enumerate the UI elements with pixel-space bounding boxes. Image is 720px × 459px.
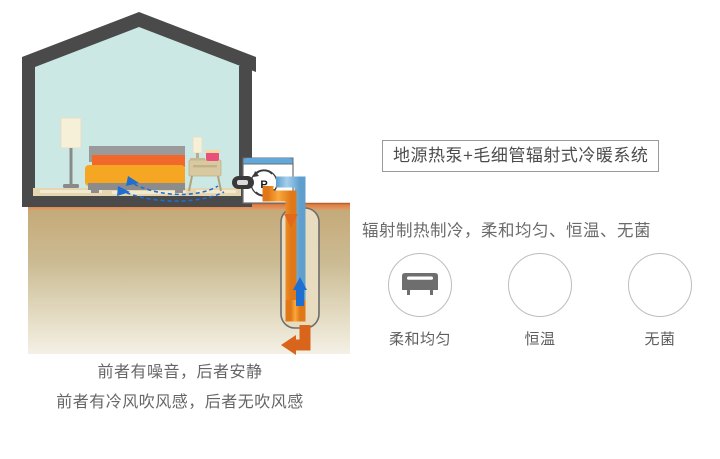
supply-pipe-blue (276, 176, 306, 300)
ground-source-heat-pump-diagram: P (0, 0, 350, 360)
feature-item-constant-temp: 恒温 (480, 253, 600, 349)
bed (85, 146, 185, 193)
exit-flow-arrow (281, 325, 311, 355)
airflow-arrowheads (117, 176, 139, 196)
feature-circle-1 (388, 253, 452, 317)
pump-label: P (260, 179, 267, 191)
feature-label-1: 柔和均匀 (388, 331, 451, 348)
flow-arrow-down (284, 214, 298, 228)
floor-lamp (60, 117, 82, 188)
caption-line-1: 前者有噪音，后者安静 (97, 364, 263, 381)
caption-line-2: 前者有冷风吹风感，后者无吹风感 (56, 394, 304, 411)
feature-circle-3 (628, 253, 692, 317)
feature-label-3: 无菌 (644, 331, 676, 348)
comparison-captions: 前者有噪音，后者安静 前者有冷风吹风感，后者无吹风感 (0, 358, 360, 418)
feature-item-sterile: 无菌 (600, 253, 720, 349)
info-panel: 地源热泵+毛细管辐射式冷暖系统 辐射制热制冷，柔和均匀、恒温、无菌 柔和均匀 恒… (360, 0, 720, 360)
feature-circle-2 (508, 253, 572, 317)
feature-label-2: 恒温 (524, 331, 556, 348)
return-pipe-orange (262, 186, 297, 300)
radiator-panel-icon (402, 273, 438, 295)
nightstand (188, 136, 222, 192)
house-supply-riser (246, 158, 290, 163)
feature-list: 柔和均匀 恒温 无菌 (360, 253, 720, 349)
airflow-arrows (119, 180, 225, 202)
system-subtitle: 辐射制热制冷，柔和均匀、恒温、无菌 (362, 222, 651, 240)
flow-arrow-up (293, 277, 307, 306)
feature-item-soft-uniform: 柔和均匀 (360, 253, 480, 349)
system-title-box: 地源热泵+毛细管辐射式冷暖系统 (382, 140, 660, 172)
